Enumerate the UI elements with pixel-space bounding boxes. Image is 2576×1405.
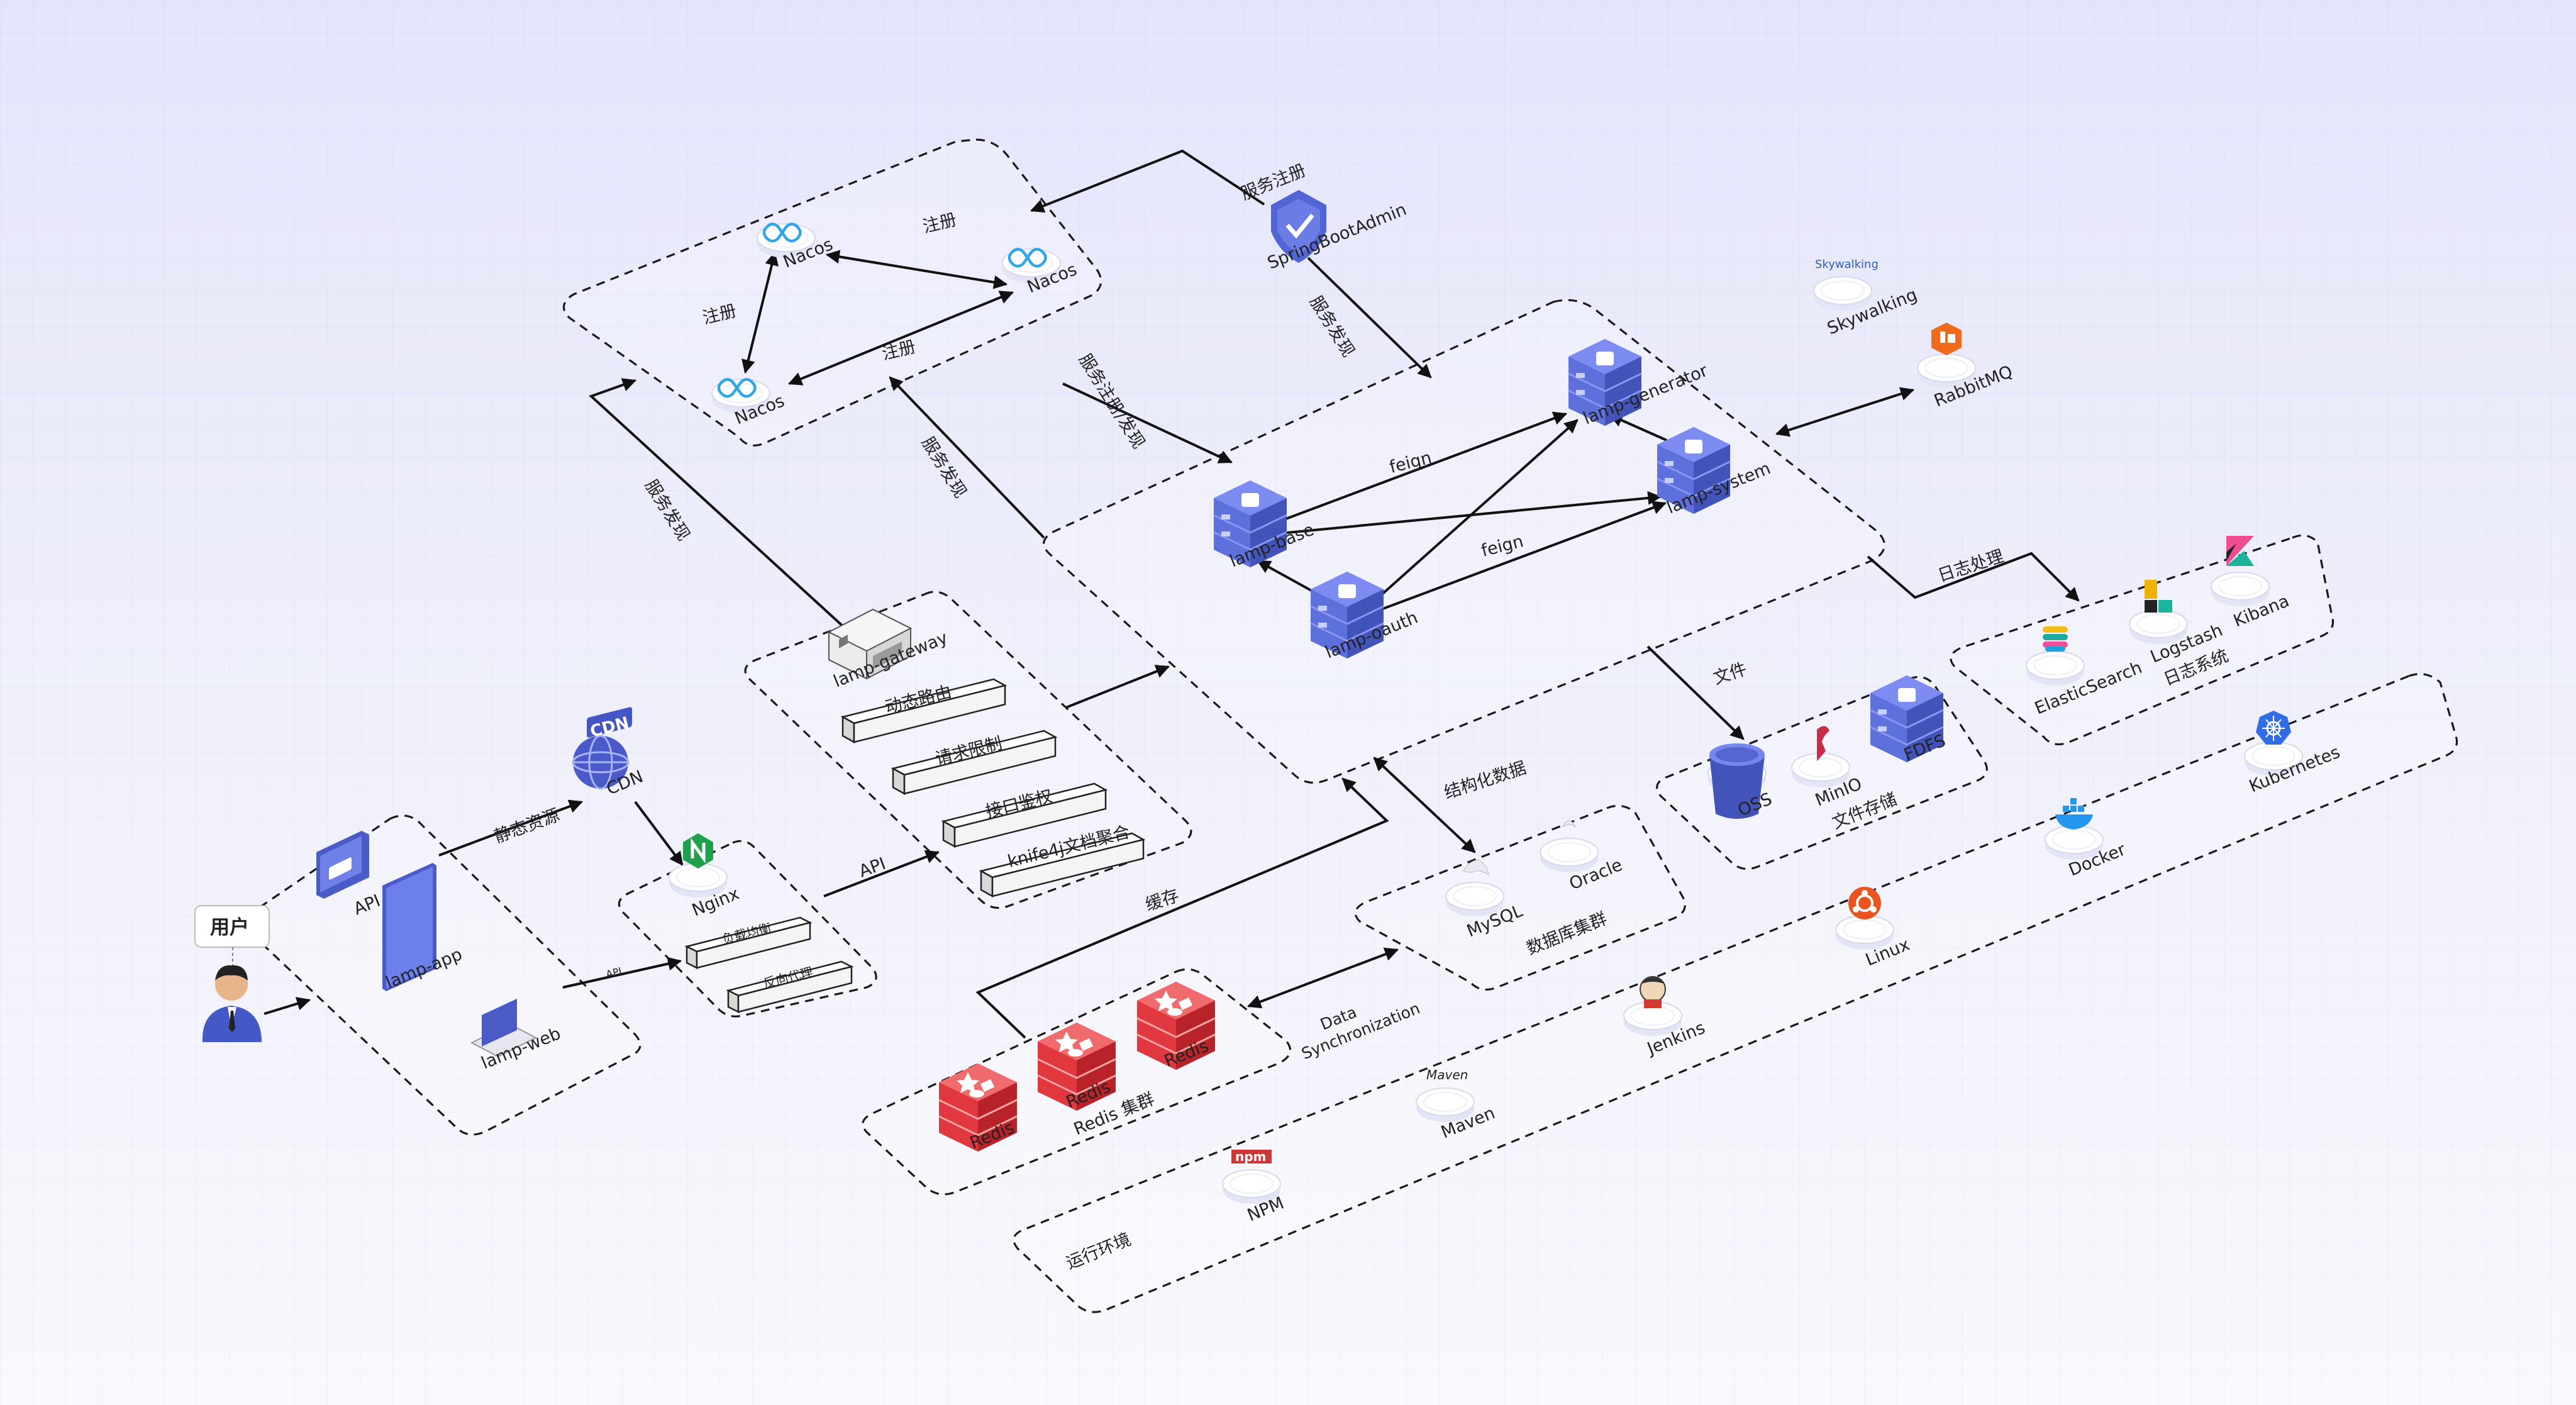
user-icon bbox=[202, 965, 262, 1042]
cdn-node[interactable]: CDN CDN bbox=[572, 707, 646, 799]
logstash-icon bbox=[2145, 580, 2172, 613]
edge-oauth-sys bbox=[1370, 501, 1667, 614]
edge-sys-gen bbox=[1608, 413, 1667, 441]
gateway-icon bbox=[827, 608, 913, 680]
ubuntu-icon bbox=[1848, 887, 1881, 919]
kubernetes-icon bbox=[2256, 711, 2291, 745]
edge-admin-registry bbox=[1030, 149, 1265, 213]
label-log: 日志处理 bbox=[1936, 547, 2006, 586]
registry-group bbox=[563, 138, 1102, 447]
shield-icon bbox=[1271, 190, 1326, 263]
elasticsearch-icon bbox=[2043, 626, 2068, 652]
nginx-feature-0[interactable]: 负载均衡 bbox=[684, 916, 813, 970]
edge-structured bbox=[1373, 757, 1476, 853]
springbootadmin-node[interactable]: SpringBootAdmin bbox=[1265, 190, 1409, 273]
api-icon bbox=[316, 831, 369, 899]
edge-gw-services bbox=[1065, 665, 1170, 709]
database-group bbox=[1354, 804, 1686, 991]
nacos-icon bbox=[717, 378, 757, 398]
maven-logo: Maven bbox=[1426, 1067, 1468, 1082]
edge-base-gen bbox=[1263, 411, 1568, 528]
npm-node[interactable]: npm NPM bbox=[1222, 1149, 1287, 1225]
nacos-icon bbox=[1008, 248, 1047, 268]
oss-node[interactable]: OSS bbox=[1707, 743, 1775, 820]
label-api-small: API bbox=[604, 965, 623, 980]
edge-sync bbox=[1246, 947, 1399, 1009]
rabbitmq-icon bbox=[1931, 323, 1962, 355]
edge-svc-registry bbox=[889, 376, 1045, 539]
rabbitmq-node[interactable]: RabbitMQ bbox=[1917, 323, 2016, 411]
npm-logo: npm bbox=[1235, 1149, 1266, 1164]
nacos-icon bbox=[762, 223, 802, 243]
label-svc-reg-disc: 服务注册/发现 bbox=[1075, 350, 1148, 452]
globe-icon bbox=[572, 707, 632, 790]
docker-icon bbox=[2055, 798, 2093, 830]
user-label-box bbox=[194, 905, 270, 972]
phone-icon bbox=[382, 863, 436, 991]
edge-file bbox=[1646, 645, 1745, 740]
edge-nacos-c bbox=[787, 291, 1014, 386]
nginx-icon bbox=[683, 833, 713, 869]
services-group bbox=[1043, 299, 1885, 784]
edge-api bbox=[823, 850, 940, 897]
skywalking-node[interactable]: Skywalking Skywalking bbox=[1813, 258, 1920, 338]
user-label: 用户 bbox=[210, 916, 249, 939]
edge-gw-registry bbox=[589, 378, 847, 630]
laptop-icon bbox=[470, 999, 538, 1058]
skywalking-logo: Skywalking bbox=[1815, 258, 1879, 271]
edge-oauth-gen bbox=[1367, 419, 1579, 608]
edge-cdn-nginx bbox=[634, 801, 684, 866]
npm-icon bbox=[1231, 1150, 1272, 1163]
label-api: API bbox=[857, 854, 889, 882]
edge-static bbox=[438, 799, 584, 857]
mysql-icon bbox=[1463, 859, 1489, 876]
edge-base-sys bbox=[1267, 491, 1662, 536]
label-sync: DataSynchronization bbox=[1291, 980, 1423, 1063]
edge-admin-svc bbox=[1307, 257, 1432, 379]
label-structured: 结构化数据 bbox=[1442, 758, 1529, 802]
edge-log bbox=[1867, 552, 2080, 602]
bucket-icon bbox=[1709, 743, 1765, 819]
kibana-icon bbox=[2226, 536, 2254, 566]
user-node[interactable]: 用户 bbox=[194, 905, 270, 1042]
jenkins-icon bbox=[1640, 976, 1666, 1008]
edge-nacos-a bbox=[825, 250, 1008, 289]
edge-cache bbox=[975, 777, 1389, 1039]
edge-svc-mq bbox=[1775, 387, 1915, 437]
label-gw-discover: 服务发现 bbox=[641, 476, 694, 544]
edge-registry-svc bbox=[1062, 382, 1233, 464]
client-group bbox=[243, 814, 641, 1136]
oracle-icon bbox=[1562, 820, 1576, 828]
label-file: 文件 bbox=[1711, 659, 1750, 688]
minio-icon bbox=[1817, 726, 1829, 761]
label-svc-discover: 服务发现 bbox=[1306, 292, 1358, 360]
label-svc-discover2: 服务发现 bbox=[918, 433, 970, 501]
edge-user-clients bbox=[264, 997, 311, 1015]
edge-api-small bbox=[562, 957, 682, 989]
edge-nacos-b bbox=[741, 251, 779, 374]
label-static: 静态资源 bbox=[492, 806, 562, 847]
